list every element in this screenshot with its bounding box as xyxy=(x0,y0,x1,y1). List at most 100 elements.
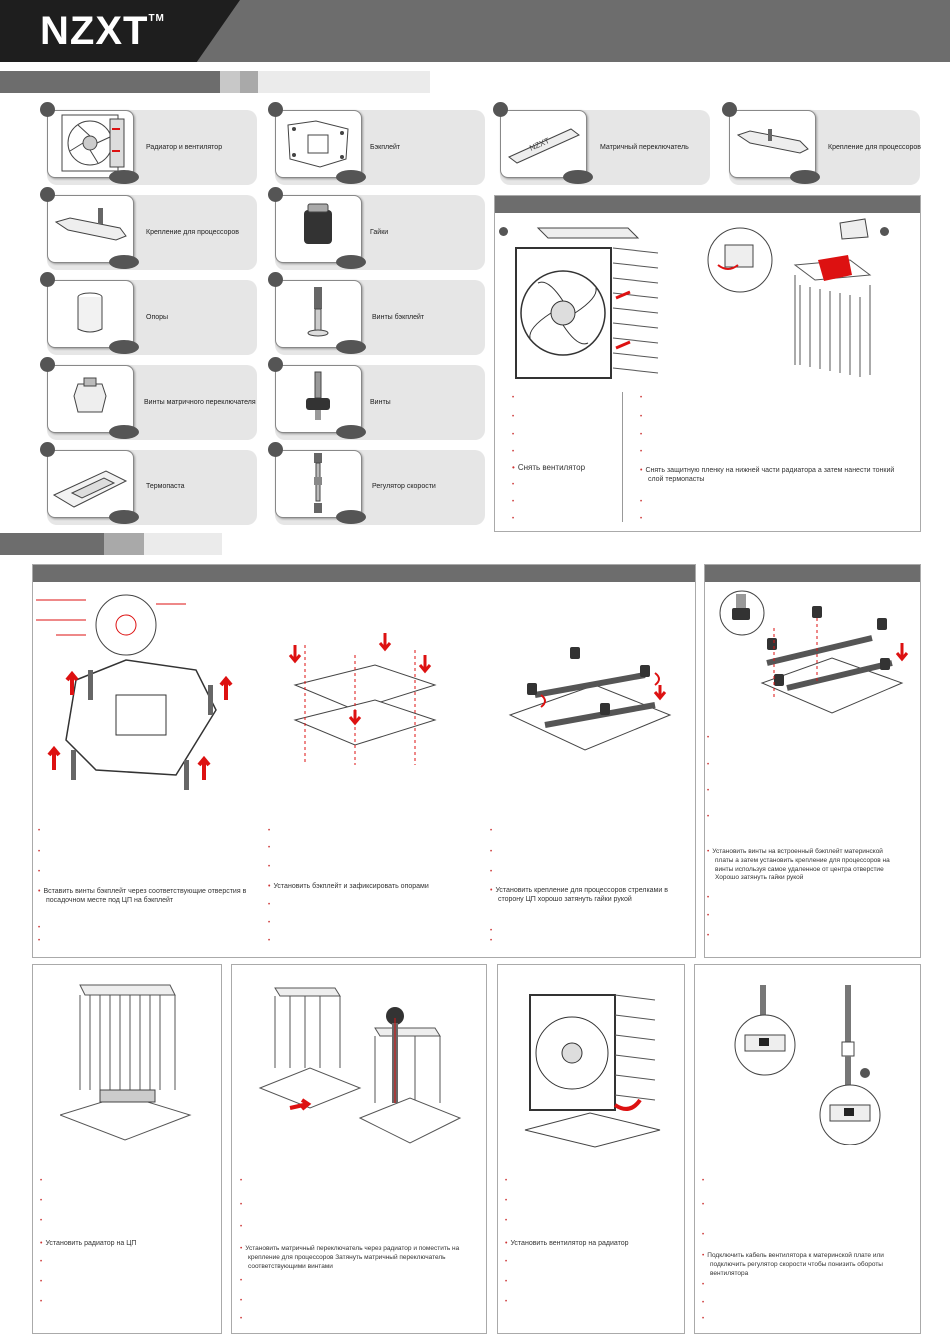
part-number-badge xyxy=(268,272,283,287)
nut-icon xyxy=(304,203,332,244)
part-number-badge xyxy=(268,442,283,457)
bullet: • xyxy=(38,925,41,931)
cpu-bracket-icon xyxy=(54,208,127,241)
bullet: • xyxy=(40,1299,43,1305)
bullet: • xyxy=(490,828,493,834)
bullet: • xyxy=(40,1259,43,1265)
fan-install-illustration xyxy=(524,994,661,1148)
part-image xyxy=(47,195,134,263)
nzxt-logo: NZXTTM xyxy=(40,9,165,53)
bullet: • xyxy=(40,1198,43,1204)
panel-title-bar xyxy=(495,196,920,213)
bullet: • xyxy=(505,1259,508,1265)
part-label: Радиатор и вентилятор xyxy=(146,144,223,151)
step5-text: •Установить радиатор на ЦП xyxy=(40,1240,137,1247)
panel-title-bar xyxy=(705,565,920,582)
step4-text: •Установить винты на встроенный бэкплейт… xyxy=(707,848,890,882)
part-image xyxy=(47,365,134,433)
part-number-badge xyxy=(40,102,55,117)
part-image xyxy=(275,450,362,518)
thermal-paste-icon xyxy=(52,470,128,508)
bullet: • xyxy=(240,1316,243,1322)
part-label: Винты матричного переключателя xyxy=(144,399,256,406)
bullet: • xyxy=(268,864,271,870)
part-qty-badge xyxy=(109,340,139,354)
standoff-icon xyxy=(77,292,103,333)
bullet: • xyxy=(268,828,271,834)
standoffs-illustration xyxy=(288,633,437,765)
bullet: • xyxy=(490,928,493,934)
header-logo-block xyxy=(0,0,240,62)
part-qty-badge xyxy=(336,255,366,269)
part-label: Опоры xyxy=(146,314,169,321)
part-qty-badge xyxy=(109,255,139,269)
radiator-install-illustration xyxy=(60,984,192,1141)
part-image xyxy=(275,280,362,348)
bullet: • xyxy=(640,395,643,401)
bullet: • xyxy=(40,1218,43,1224)
step-panel-fan-cable xyxy=(694,964,921,1334)
step-badge xyxy=(499,227,508,236)
part-image xyxy=(275,365,362,433)
prep-left-item: •Снять вентилятор xyxy=(512,463,586,472)
matrix-switch-icon: NZXT xyxy=(508,128,580,164)
bullet: • xyxy=(707,762,710,768)
bullet: • xyxy=(707,933,710,939)
step1-text: •Вставить винты бэкплейт через соответст… xyxy=(38,888,247,905)
bullet: • xyxy=(268,938,271,944)
part-label: Винты xyxy=(370,399,391,406)
bullet: • xyxy=(490,869,493,875)
speed-regulator-icon xyxy=(314,453,322,513)
part-image xyxy=(47,110,134,178)
section-bar-seg xyxy=(240,71,258,93)
part-image xyxy=(275,110,362,178)
bullet: • xyxy=(240,1178,243,1184)
bullet: • xyxy=(38,828,41,834)
panel-title-bar xyxy=(33,565,695,582)
bullet: • xyxy=(268,920,271,926)
bullet: • xyxy=(240,1202,243,1208)
bullet: • xyxy=(38,849,41,855)
bullet: • xyxy=(640,499,643,505)
bullet: • xyxy=(512,499,515,505)
bracket-mount-illustration xyxy=(508,647,672,751)
bullet: • xyxy=(512,482,515,488)
part-number-badge xyxy=(493,102,508,117)
part-label: Регулятор скорости xyxy=(372,483,436,490)
part-image xyxy=(275,195,362,263)
part-label: Крепление для процессоров xyxy=(146,229,240,236)
bullet: • xyxy=(490,849,493,855)
part-image xyxy=(47,450,134,518)
bullet: • xyxy=(38,869,41,875)
part-number-badge xyxy=(268,102,283,117)
bullet: • xyxy=(702,1232,705,1238)
part-number-badge xyxy=(722,102,737,117)
section-bar-seg xyxy=(258,71,430,93)
thermal-paste-illustration xyxy=(707,218,872,377)
bullet: • xyxy=(702,1300,705,1306)
bullet: • xyxy=(512,414,515,420)
part-label: Бэкплейт xyxy=(370,144,401,151)
bullet: • xyxy=(707,788,710,794)
section-bar-seg xyxy=(144,533,222,555)
backplate-icon xyxy=(287,120,349,168)
cooler-fan-illustration xyxy=(515,227,659,379)
step-badge xyxy=(880,227,889,236)
bullet: • xyxy=(40,1178,43,1184)
bullet: • xyxy=(702,1316,705,1322)
part-label: Термопаста xyxy=(146,483,185,490)
bullet: • xyxy=(702,1202,705,1208)
bullet: • xyxy=(505,1279,508,1285)
part-qty-badge xyxy=(336,340,366,354)
bullet: • xyxy=(702,1282,705,1288)
bullet: • xyxy=(240,1278,243,1284)
part-number-badge xyxy=(268,187,283,202)
part-qty-badge xyxy=(336,425,366,439)
bullet: • xyxy=(490,938,493,944)
amd-bracket-illustration xyxy=(719,590,909,714)
bullet: • xyxy=(707,913,710,919)
bullet: • xyxy=(268,902,271,908)
bullet: • xyxy=(512,449,515,455)
bullet: • xyxy=(707,735,710,741)
step6-text: •Установить матричный переключатель чере… xyxy=(240,1245,460,1270)
